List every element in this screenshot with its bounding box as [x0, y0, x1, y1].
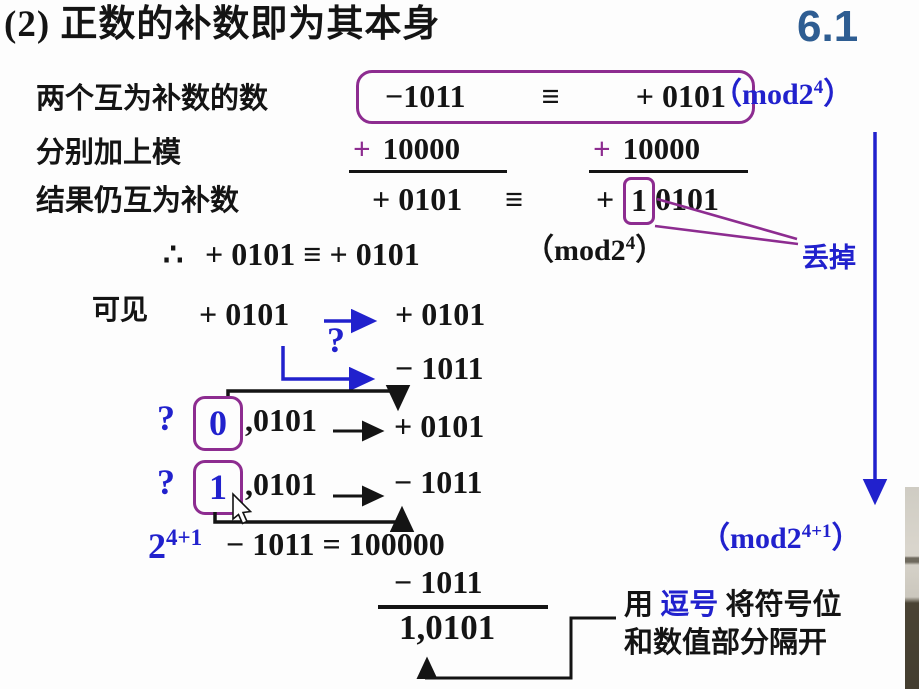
mod-open-paren: （: [712, 78, 742, 111]
boxed-equation: −1011 ≡ + 0101: [356, 70, 755, 124]
carry-digit: 1: [631, 182, 647, 219]
plus-sign-right: +: [593, 131, 611, 166]
visible-from-value: + 0101: [199, 296, 290, 332]
note-post: 将符号位: [718, 589, 842, 621]
sum-left-column: + 10000: [349, 131, 507, 173]
power-exponent: 4+1: [166, 525, 203, 550]
q0-result: + 0101: [394, 408, 485, 444]
mod-annotation-mid: （mod24）: [524, 234, 665, 267]
slide-number: 6.1: [797, 2, 859, 51]
mod-close-paren: ）: [823, 78, 854, 111]
plus-sign-left: +: [353, 131, 371, 166]
mod-open-paren: （: [524, 234, 554, 267]
mod-close-paren: ）: [831, 522, 862, 555]
result-left-value: + 0101: [372, 181, 463, 217]
question-mark-top: ?: [327, 320, 345, 360]
discard-label: 丢掉: [802, 243, 856, 273]
q1-signbit-box: 1: [193, 460, 243, 515]
visible-label: 可见: [92, 295, 149, 326]
mod-exponent: 4: [813, 77, 824, 98]
power-equation: − 1011 = 100000: [226, 526, 445, 562]
result-equiv-symbol: ≡: [505, 181, 524, 217]
sum-right-column: + 10000: [589, 131, 748, 173]
q0-signbit-digit: 0: [209, 402, 227, 443]
note-pre: 用: [624, 589, 661, 621]
signbit-bracket-bottom: [213, 505, 415, 532]
visible-to-value: + 0101: [395, 296, 486, 332]
result-right-sign: +: [596, 181, 615, 217]
q1-mantissa: ,0101: [245, 466, 317, 502]
result-right-rest: 0101: [655, 181, 719, 217]
subtrahend-value: − 1011: [394, 564, 483, 600]
note-comma-word: 逗号: [660, 589, 719, 621]
comma-note-line2: 和数值部分隔开: [624, 627, 828, 659]
equiv-symbol: ≡: [541, 78, 560, 115]
boxed-right-value: + 0101: [635, 78, 726, 115]
video-edge-fragment: [905, 487, 919, 689]
label-add-modulus: 分别加上模: [36, 137, 182, 169]
q1-signbit-digit: 1: [209, 466, 227, 507]
subtraction-rule: [378, 605, 548, 609]
mod-exponent: 4+1: [801, 521, 832, 542]
mod-annotation-bottom: （mod24+1）: [700, 522, 862, 555]
mod-close-paren: ）: [635, 234, 666, 267]
power-term: 24+1: [148, 525, 203, 566]
sum-right-value: 10000: [622, 131, 701, 166]
discard-line-lower: [654, 224, 799, 246]
carry-digit-box: 1: [623, 177, 655, 225]
final-result-value: 1,0101: [399, 608, 496, 647]
boxed-left-value: −1011: [385, 78, 466, 115]
q1-result: − 1011: [394, 464, 483, 500]
mod-exponent: 4: [625, 233, 636, 254]
power-base: 2: [148, 526, 166, 566]
label-complement-pair: 两个互为补数的数: [36, 83, 269, 115]
mod-annotation-top: （mod24）: [712, 78, 853, 111]
therefore-equation: + 0101 ≡ + 0101: [205, 236, 420, 272]
q1-question-mark: ?: [157, 462, 175, 502]
page-title: (2) 正数的补数即为其本身: [4, 4, 441, 45]
mod-base: mod2: [554, 234, 626, 267]
therefore-symbol: ∴: [163, 236, 184, 272]
visible-neg-value: − 1011: [395, 350, 484, 386]
mod-base: mod2: [742, 78, 814, 111]
mod-base: mod2: [730, 522, 802, 555]
q0-signbit-box: 0: [193, 396, 243, 451]
comma-note-line1: 用 逗号 将符号位: [624, 590, 842, 620]
label-result-complement: 结果仍互为补数: [36, 185, 240, 217]
sum-left-value: 10000: [382, 131, 461, 166]
q0-mantissa: ,0101: [245, 402, 317, 438]
q0-question-mark: ?: [157, 398, 175, 438]
mod-open-paren: （: [700, 522, 730, 555]
